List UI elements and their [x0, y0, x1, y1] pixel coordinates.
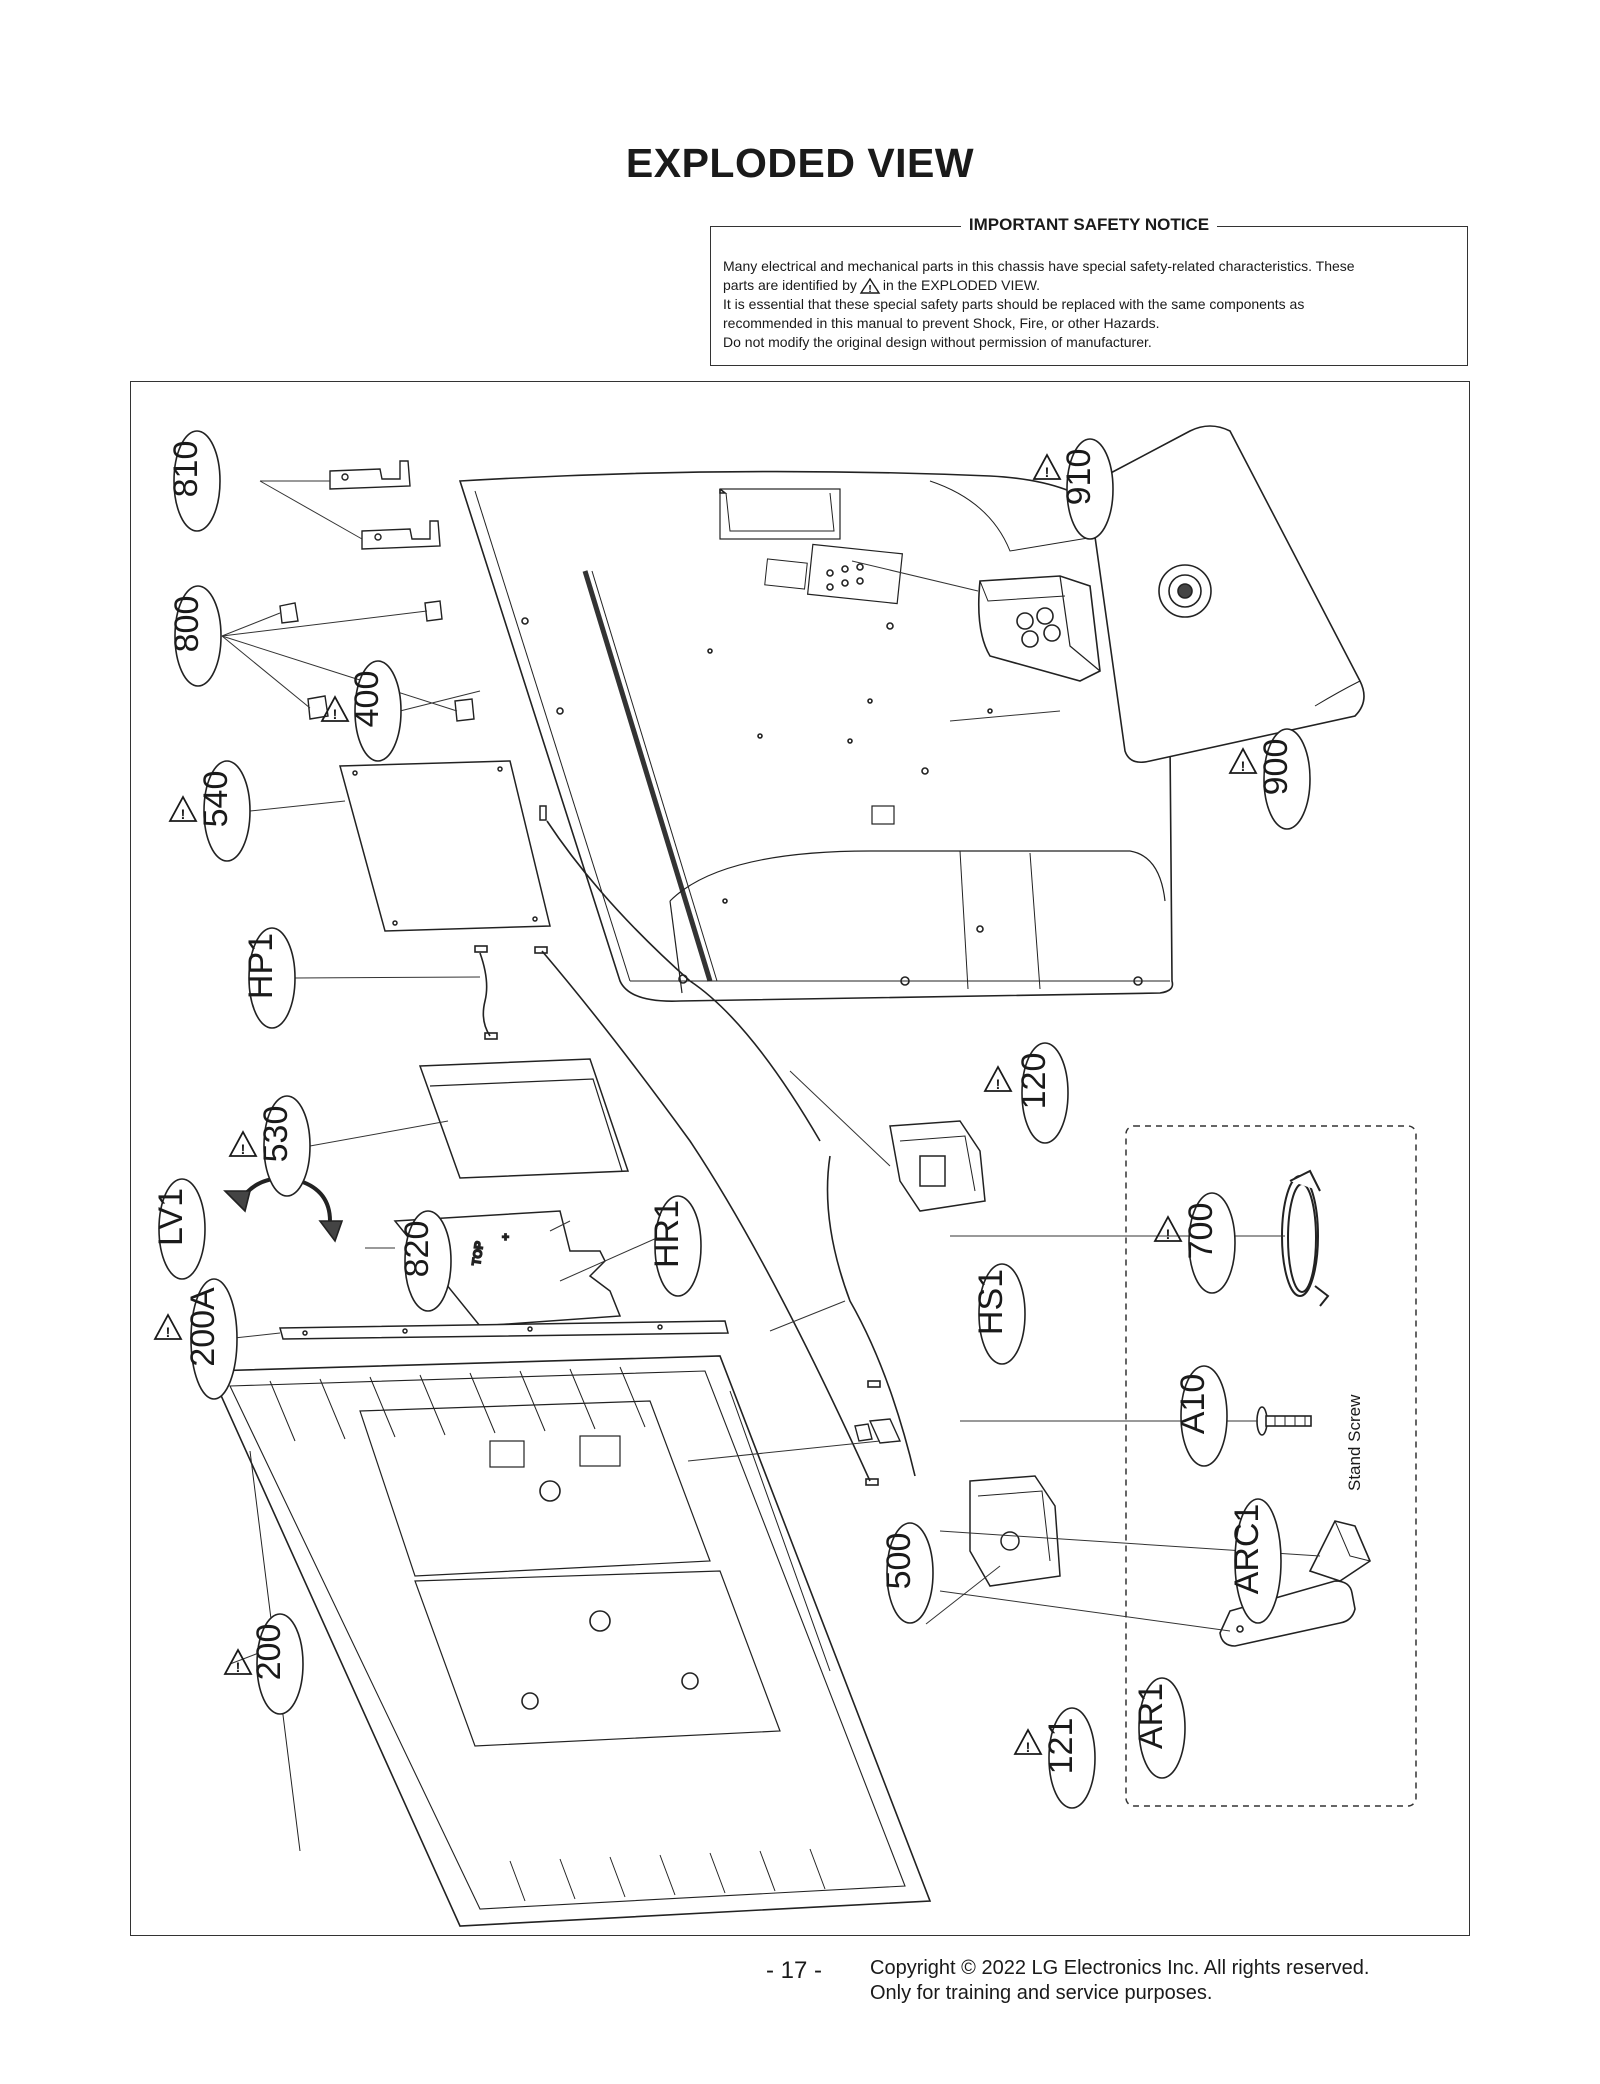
callout-lv1: LV1: [152, 1178, 206, 1280]
warning-triangle-icon: [229, 1131, 257, 1158]
callout-540: 540: [169, 760, 251, 862]
callout-hr1: HR1: [648, 1195, 702, 1297]
warning-triangle-icon: [1033, 454, 1061, 481]
bracket-200a: [279, 1320, 729, 1340]
svg-text:HP1: HP1: [242, 933, 280, 999]
svg-text:900: 900: [1257, 739, 1295, 796]
cable-hs1: [826, 1155, 916, 1477]
svg-text:+: +: [502, 1230, 509, 1244]
back-cover-400: [458, 470, 1174, 1002]
callout-hp1: HP1: [242, 927, 296, 1029]
page-title: EXPLODED VIEW: [625, 140, 975, 186]
callout-120: 120: [984, 1042, 1069, 1144]
safety-notice-title: IMPORTANT SAFETY NOTICE: [960, 215, 1218, 234]
callout-700: 700: [1154, 1192, 1236, 1294]
ir-board-500: [854, 1418, 902, 1444]
svg-text:540: 540: [197, 771, 235, 828]
stand-body-910: [977, 575, 1101, 682]
svg-text:AR1: AR1: [1132, 1683, 1170, 1749]
notice-line-2b: in the EXPLODED VIEW.: [882, 277, 1041, 293]
power-cord-700: [1281, 1169, 1330, 1307]
callout-900: 900: [1229, 728, 1311, 830]
svg-text:400: 400: [348, 671, 386, 728]
svg-text:700: 700: [1182, 1203, 1220, 1260]
safety-notice-box: IMPORTANT SAFETY NOTICE Many electrical …: [710, 215, 1468, 366]
notice-line-1: Many electrical and mechanical parts in …: [723, 258, 1355, 274]
callout-500: 500: [880, 1522, 934, 1624]
svg-text:ARC1: ARC1: [1228, 1504, 1266, 1595]
copyright-line-1: Copyright © 2022 LG Electronics Inc. All…: [870, 1957, 1370, 1979]
svg-text:A10: A10: [1174, 1374, 1212, 1435]
warning-triangle-icon: [1014, 1729, 1042, 1756]
warning-triangle-icon: [224, 1649, 252, 1676]
stand-clips-800: [279, 600, 475, 722]
remote-control-ar1: [1219, 1580, 1356, 1647]
svg-text:120: 120: [1015, 1053, 1053, 1110]
svg-text:910: 910: [1060, 449, 1098, 506]
stand-brackets-810: [329, 460, 441, 550]
stand-screw-a10: [1256, 1406, 1312, 1436]
svg-text:200: 200: [250, 1624, 288, 1681]
svg-text:820: 820: [398, 1221, 436, 1278]
warning-triangle-icon: [169, 796, 197, 823]
power-board-530: [418, 1058, 630, 1179]
callout-820: 820: [398, 1210, 452, 1312]
cable-harness: [546, 820, 821, 1142]
warning-triangle-icon: [154, 1314, 182, 1341]
notice-line-2a: parts are identified by: [723, 277, 857, 293]
copyright: Copyright © 2022 LG Electronics Inc. All…: [870, 1956, 1369, 2006]
svg-text:200A: 200A: [184, 1287, 222, 1367]
main-board-540: [339, 760, 551, 932]
callout-hs1: HS1: [972, 1263, 1026, 1365]
svg-text:!: !: [868, 284, 871, 295]
svg-text:800: 800: [168, 596, 206, 653]
stand-base-900: [1088, 425, 1365, 764]
remote-cradle-arc1: [1308, 1520, 1371, 1582]
callout-400: 400: [321, 660, 402, 762]
insulator-sheet-820: TOP +: [393, 1210, 622, 1327]
board-top-label: TOP: [469, 1240, 486, 1266]
accessories-box: Stand Screw: [1125, 1125, 1417, 1807]
callout-200: 200: [224, 1613, 304, 1715]
callout-a10: A10: [1174, 1365, 1228, 1467]
callout-200a: 200A: [154, 1278, 238, 1400]
svg-text:121: 121: [1042, 1718, 1080, 1775]
leader-lines: [221, 480, 1321, 1665]
copyright-line-2: Only for training and service purposes.: [870, 1982, 1213, 2004]
page-number: - 17 -: [766, 1957, 823, 1984]
cable-hp1: [479, 952, 491, 1037]
cables: [474, 820, 916, 1486]
stand-screw-label: Stand Screw: [1345, 1394, 1364, 1491]
speaker-121: [969, 1475, 1061, 1587]
svg-text:810: 810: [167, 441, 205, 498]
notice-line-3: It is essential that these special safet…: [723, 296, 1305, 312]
svg-text:500: 500: [880, 1533, 918, 1590]
callout-arc1: ARC1: [1228, 1498, 1282, 1624]
svg-text:LV1: LV1: [152, 1188, 190, 1246]
warning-triangle-icon: [1229, 748, 1257, 775]
warning-triangle-icon: [984, 1066, 1012, 1093]
exploded-view-diagram: !: [152, 425, 1417, 1927]
callout-121: 121: [1014, 1707, 1096, 1809]
diagram-frame: [130, 381, 1470, 1936]
svg-text:HS1: HS1: [972, 1269, 1010, 1335]
callout-800: 800: [168, 585, 222, 687]
warning-triangle-icon: !: [859, 277, 881, 295]
speaker-120: [889, 1120, 986, 1212]
cable-hr1: [541, 950, 871, 1482]
svg-text:530: 530: [257, 1106, 295, 1163]
callout-ar1: AR1: [1132, 1677, 1186, 1779]
safety-notice-body: Many electrical and mechanical parts in …: [723, 257, 1455, 352]
callout-810: 810: [167, 430, 221, 532]
warning-triangle-icon: [1154, 1216, 1182, 1243]
notice-line-5: Do not modify the original design withou…: [723, 334, 1152, 350]
display-module-200: [208, 1355, 932, 1927]
callout-530: 530: [229, 1095, 311, 1197]
callout-910: 910: [1033, 438, 1114, 540]
svg-text:HR1: HR1: [648, 1200, 686, 1268]
notice-line-4: recommended in this manual to prevent Sh…: [723, 315, 1160, 331]
